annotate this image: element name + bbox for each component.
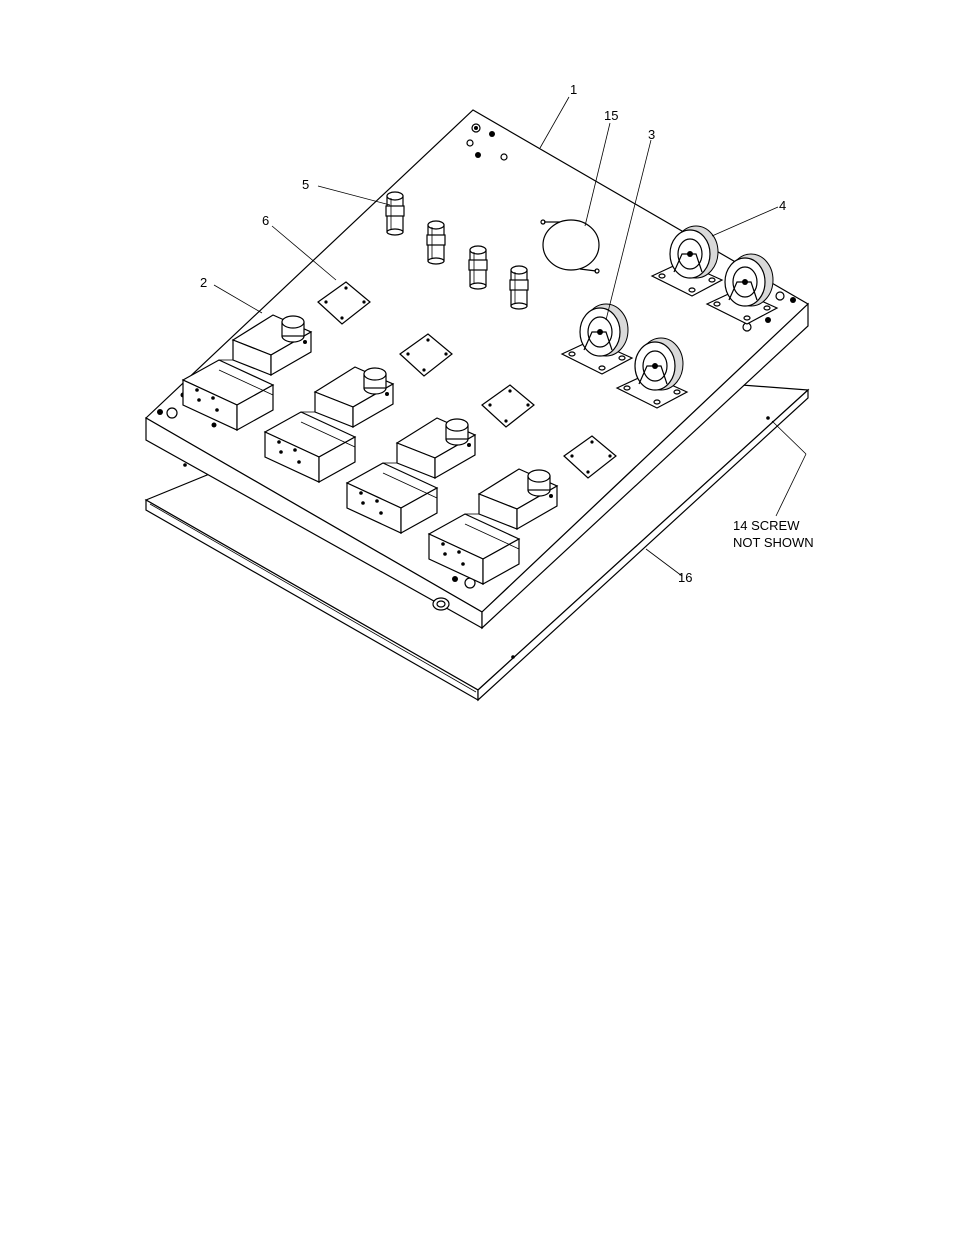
note-line-1: 14 SCREW (733, 518, 800, 533)
connector-plug (386, 192, 404, 235)
callout-1: 1 (570, 82, 577, 97)
callout-16: 16 (678, 570, 692, 585)
callout-5: 5 (302, 177, 309, 192)
connector-plug (427, 221, 445, 264)
callout-4: 4 (779, 198, 786, 213)
side-fitting (433, 598, 449, 610)
note-line-2: NOT SHOWN (733, 535, 814, 550)
callout-3: 3 (648, 127, 655, 142)
connector-plug (510, 266, 528, 309)
callout-6: 6 (262, 213, 269, 228)
callout-2: 2 (200, 275, 207, 290)
callout-15: 15 (604, 108, 618, 123)
connector-plug (469, 246, 487, 289)
